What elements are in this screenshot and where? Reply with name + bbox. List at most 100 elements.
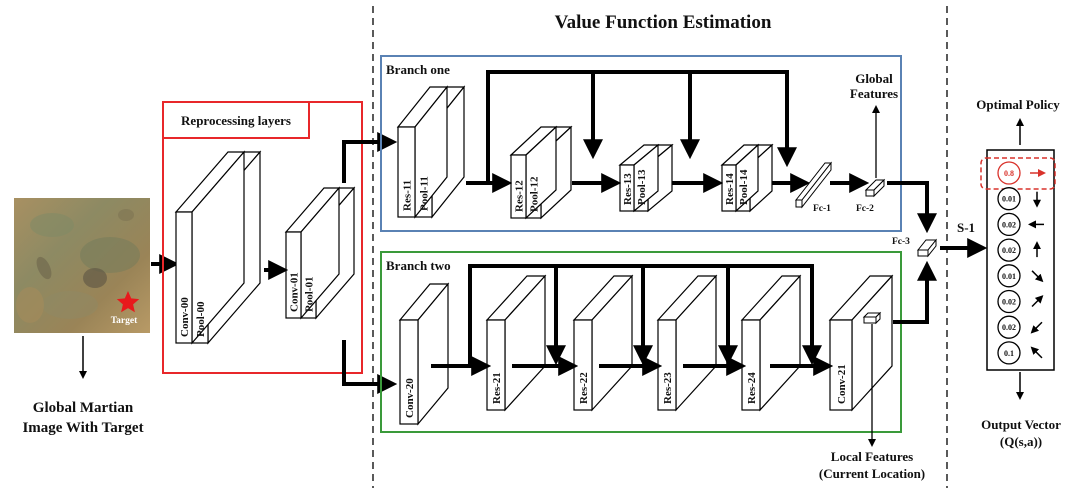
q-value-circle <box>997 238 1021 262</box>
q-value-circle <box>997 161 1021 185</box>
res14-pool14-block-label-b: Pool-14 <box>738 169 750 205</box>
image-caption-line1: Global Martian <box>33 400 134 416</box>
conv21-to-fc3-arrow <box>893 260 937 324</box>
res24-block-label: Res-24 <box>746 372 758 404</box>
b2-skip-4 <box>728 264 822 366</box>
res11-pool11-block-front <box>396 85 449 219</box>
q-value-circle <box>997 212 1021 237</box>
res23-block-label: Res-23 <box>662 372 674 404</box>
res14-pool14-block-front <box>720 143 760 213</box>
reprocessing-label: Reprocessing layers <box>181 113 291 128</box>
target-label: Target <box>111 316 138 326</box>
res13-pool13-block-label-a: Res-13 <box>622 173 634 205</box>
q-value-label: 0.02 <box>1002 298 1016 307</box>
q-value-label: 0.02 <box>1002 246 1016 255</box>
branch-two-box <box>380 251 902 433</box>
q-value-circle <box>997 187 1021 211</box>
conv00-pool00-block: Conv-00 Pool-00 <box>174 150 262 345</box>
up-left-arrow-icon <box>1030 346 1043 359</box>
martian-input-image <box>14 198 150 333</box>
image-caption-line2: Image With Target <box>22 420 143 436</box>
branch-one-label: Branch one <box>386 62 450 77</box>
res22-block: Res-22 <box>572 274 634 412</box>
q-value-label: 0.8 <box>1004 169 1014 178</box>
local-features-line2: (Current Location) <box>819 466 925 481</box>
res11-pool11-block-label-b: Pool-11 <box>419 176 431 211</box>
conv01-pool01-block-label-b: Pool-01 <box>304 277 316 312</box>
res12-pool12-block-label-b: Pool-12 <box>529 176 541 212</box>
branch-one-box <box>380 55 902 232</box>
optimal-highlight-box <box>980 157 1056 190</box>
down-left-arrow-icon <box>1030 321 1043 334</box>
output-item: 0.01 <box>997 187 1041 211</box>
branch-two-layers: Conv-20 Res-21 Res-22 Res-23 Res-24 Conv-21 <box>398 274 894 426</box>
output-vector-box <box>986 149 1055 371</box>
conv00-pool00-block-front <box>174 150 246 345</box>
b2-skip-1 <box>468 264 566 366</box>
output-vector-line1: Output Vector <box>981 417 1061 432</box>
fc1-layer <box>794 161 833 209</box>
to-branch-one-arrow <box>342 132 398 183</box>
res13-pool13-block-label-b: Pool-13 <box>636 169 648 205</box>
conv20-block: Conv-20 <box>398 282 450 426</box>
q-value-label: 0.1 <box>1004 349 1014 358</box>
res12-pool12-block-front <box>509 125 558 220</box>
branch-two-label: Branch two <box>386 258 451 273</box>
q-value-circle <box>997 264 1021 288</box>
res23-block: Res-23 <box>656 274 718 412</box>
res21-block-label: Res-21 <box>491 372 503 404</box>
res24-block: Res-24 <box>740 274 802 412</box>
q-value-circle <box>997 341 1021 365</box>
conv21-block: Conv-21 <box>828 274 894 412</box>
res12-pool12-block-label-a: Res-12 <box>514 180 526 212</box>
local-features-line1: Local Features <box>831 449 913 464</box>
output-item: 0.1 <box>997 341 1043 365</box>
output-item: 0.8 <box>997 161 1046 185</box>
fc2-to-fc3-arrow <box>887 181 937 234</box>
fc2-label: Fc-2 <box>856 204 874 214</box>
res13-pool13-block-front <box>618 143 660 213</box>
q-value-label: 0.01 <box>1002 272 1016 281</box>
conv01-pool01-block-front <box>284 186 341 320</box>
output-vector-line2: (Q(s,a)) <box>1000 434 1042 449</box>
output-item: 0.02 <box>997 315 1043 339</box>
output-items: 0.80.010.020.020.010.020.020.1 <box>997 161 1046 365</box>
fc2-layer <box>864 178 886 198</box>
down-right-arrow-icon <box>1031 270 1044 283</box>
q-value-circle <box>997 289 1021 314</box>
conv01-pool01-block-label-a: Conv-01 <box>289 272 301 312</box>
global-features-line1: Global <box>855 71 893 86</box>
q-value-circle <box>997 315 1021 339</box>
res14-pool14-block-label-a: Res-14 <box>724 173 736 205</box>
up-right-arrow-icon <box>1031 295 1044 308</box>
target-star-icon <box>116 291 140 313</box>
res22-block-label: Res-22 <box>578 372 590 404</box>
conv00-pool00-block-label-b: Pool-00 <box>195 301 207 337</box>
to-branch-two-arrow <box>342 340 398 394</box>
output-item: 0.02 <box>997 238 1041 262</box>
q-value-label: 0.02 <box>1002 323 1016 332</box>
global-features-line2: Features <box>850 86 898 101</box>
res21-block: Res-21 <box>485 274 547 412</box>
b1-skip-3 <box>690 70 797 168</box>
conv20-block-label: Conv-20 <box>404 378 416 418</box>
fc1-label: Fc-1 <box>813 204 831 214</box>
output-item: 0.01 <box>997 264 1044 288</box>
output-item: 0.02 <box>997 289 1044 314</box>
conv00-pool00-block-label-a: Conv-00 <box>179 297 191 337</box>
conv21-block-label: Conv-21 <box>836 364 848 404</box>
b1-skip-2 <box>593 70 700 160</box>
fc3-layer <box>916 238 938 258</box>
diagram-title: Value Function Estimation <box>555 12 772 33</box>
q-value-label: 0.01 <box>1002 195 1016 204</box>
s1-label: S-1 <box>957 220 975 235</box>
local-feature-cell <box>862 311 882 325</box>
